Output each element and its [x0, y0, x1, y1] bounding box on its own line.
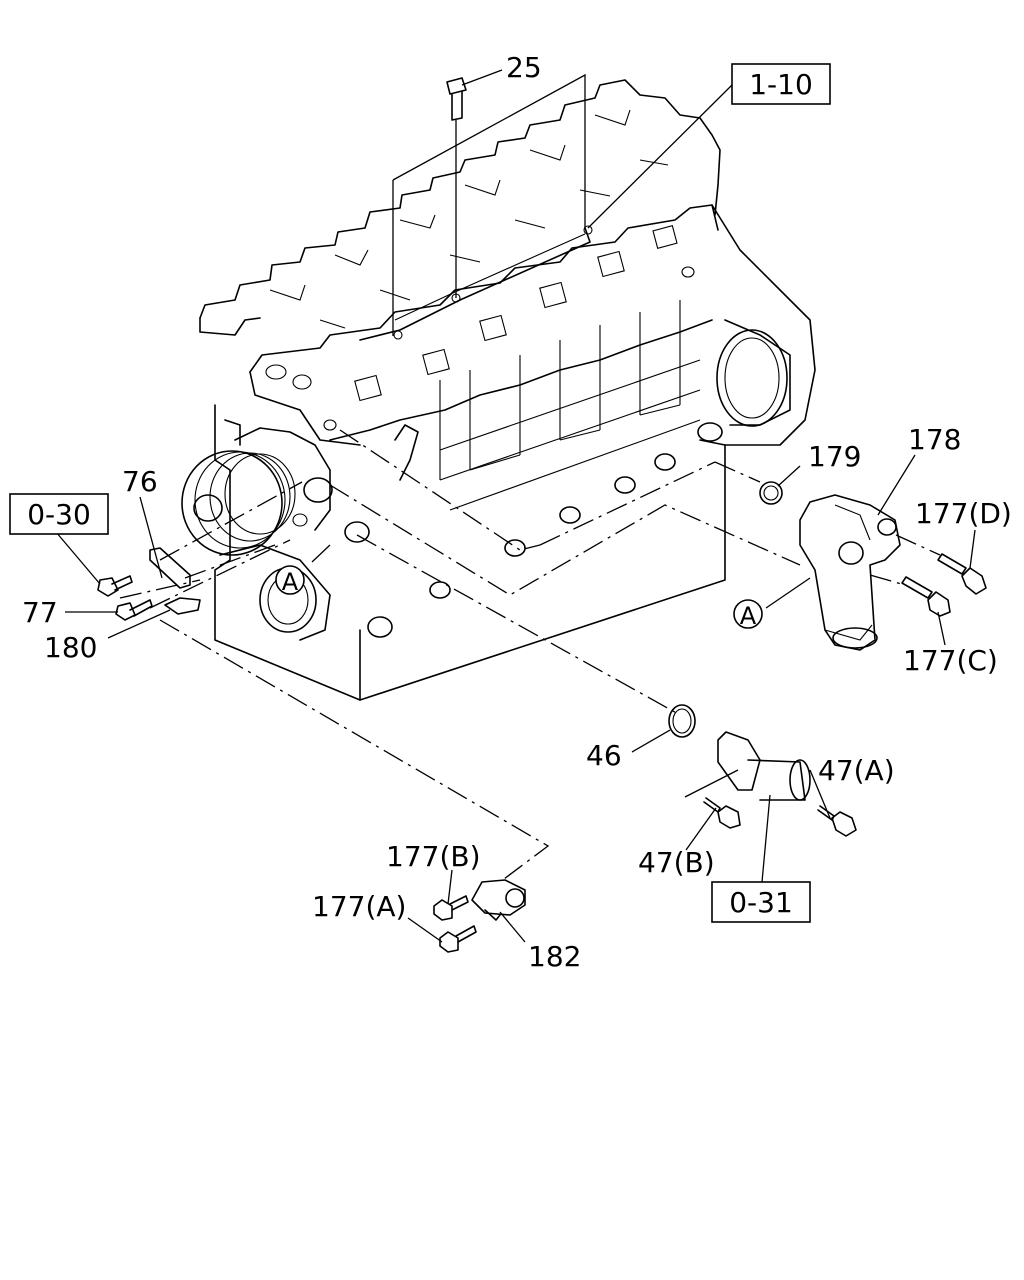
bolt-25 [446, 77, 467, 298]
marker-a-engine: A [275, 565, 305, 596]
gasket-180 [164, 597, 201, 615]
label-77: 77 [22, 596, 58, 629]
o-ring-179 [759, 481, 783, 505]
bolt-0-30 [97, 575, 133, 597]
ref-box-1-10[interactable]: 1-10 [731, 63, 831, 105]
svg-text:0-31: 0-31 [729, 886, 793, 919]
label-177d: 177(D) [915, 497, 1012, 530]
bolt-47b [703, 797, 741, 829]
svg-text:A: A [282, 568, 299, 596]
bolt-47a [817, 805, 857, 837]
part-labels: 25 179 178 177(D) 177(C) 76 77 180 46 47… [22, 51, 1012, 973]
label-47b: 47(B) [638, 846, 715, 879]
label-46: 46 [586, 739, 622, 772]
bolt-177a [439, 925, 477, 953]
marker-a-housing: A [733, 599, 763, 630]
svg-text:0-30: 0-30 [27, 498, 91, 531]
label-179: 179 [808, 440, 861, 473]
svg-text:A: A [740, 602, 757, 630]
ref-box-0-31[interactable]: 0-31 [711, 881, 811, 923]
svg-text:1-10: 1-10 [749, 68, 813, 101]
engine-block [181, 79, 816, 701]
bracket-76 [149, 547, 191, 589]
ref-box-0-30[interactable]: 0-30 [9, 493, 109, 535]
thermo-unit-182 [471, 879, 526, 921]
pipe-1-10 [359, 73, 593, 341]
label-178: 178 [908, 423, 961, 456]
label-177a: 177(A) [312, 890, 406, 923]
label-180: 180 [44, 631, 97, 664]
label-76: 76 [122, 465, 158, 498]
label-177b: 177(B) [386, 840, 481, 873]
label-177c: 177(C) [903, 644, 998, 677]
label-25: 25 [506, 51, 542, 84]
o-ring-46 [668, 704, 696, 738]
thermostat-housing-178 [799, 494, 901, 651]
bolt-177c [901, 576, 951, 617]
label-47a: 47(A) [818, 754, 895, 787]
label-182: 182 [528, 940, 581, 973]
bolt-77 [115, 599, 153, 621]
leader-lines [55, 69, 976, 943]
bolt-177d [937, 553, 987, 595]
bolt-177b [433, 895, 469, 921]
water-pipe-0-31 [717, 731, 811, 801]
alignment-lines [119, 429, 941, 883]
